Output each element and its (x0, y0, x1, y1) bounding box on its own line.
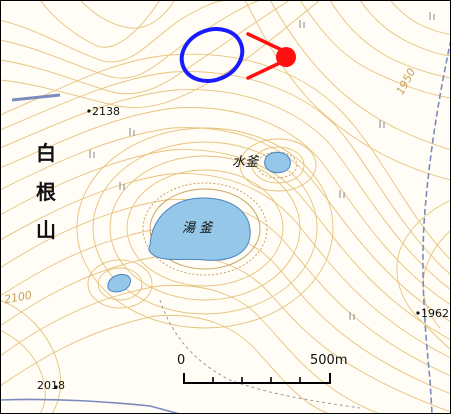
vegetation-symbols (89, 12, 435, 320)
spot-height-dot (416, 311, 420, 315)
yugama-lake (148, 197, 251, 261)
crater-rim-hachures (142, 182, 268, 276)
mountain-name-char-1: 白 (36, 141, 56, 165)
mizugama-lake (264, 151, 291, 174)
scale-start-label: 0 (177, 353, 186, 368)
scale-bar (183, 373, 331, 384)
mountain-name-char-3: 山 (36, 218, 56, 242)
mountain-name-char-2: 根 (36, 180, 56, 204)
spot-height-1962: 1962 (421, 307, 449, 320)
yugama-label: 湯 釜 (182, 221, 213, 236)
small-crater-rim (256, 151, 298, 179)
spot-height-2018: 2018 (37, 379, 65, 392)
red-marker (246, 32, 296, 80)
scale-end-label: 500m (310, 353, 348, 368)
mizugama-label: 水釜 (232, 155, 259, 170)
roads (0, 39, 451, 414)
spot-height-dot (54, 385, 58, 389)
blue-ellipse (179, 27, 245, 83)
spot-height-dot (87, 109, 91, 113)
small-pond (107, 274, 131, 293)
spot-height-2138: 2138 (92, 105, 120, 118)
